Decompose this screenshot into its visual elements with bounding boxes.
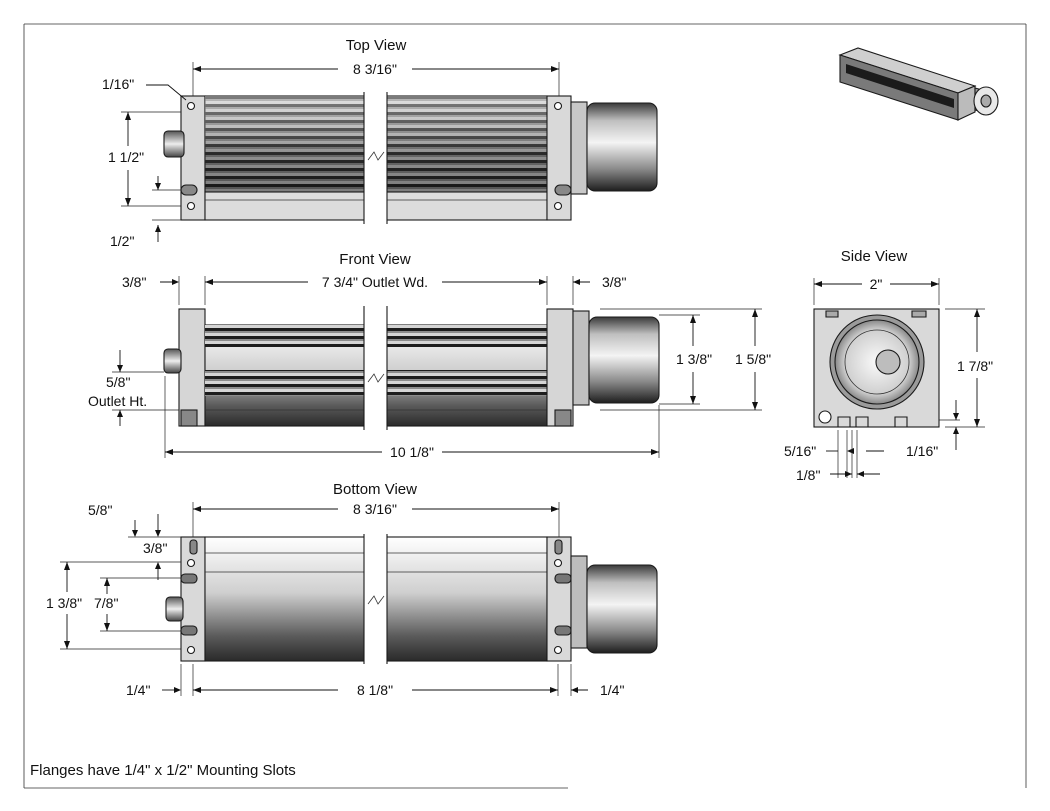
- front-motor-height-label: 1 3/8": [676, 351, 712, 367]
- side-view: Side View 2" 1 7/8" 1/16" 5: [784, 248, 993, 483]
- top-flange-hole-label: 1/16": [102, 76, 134, 92]
- front-outlet-width-label: 7 3/4" Outlet Wd.: [322, 274, 428, 290]
- bottom-overall-length-label: 8 3/16": [353, 501, 397, 517]
- isometric-view: [838, 47, 999, 121]
- bottom-view-title: Bottom View: [333, 481, 417, 498]
- bottom-view: Bottom View 8 3/16" 5/8": [46, 481, 658, 698]
- front-outlet-height-label: Outlet Ht.: [88, 393, 147, 409]
- side-height-label: 1 7/8": [957, 358, 993, 374]
- top-offset-label: 1/2": [110, 233, 134, 249]
- side-slot-offset-label: 5/16": [784, 443, 816, 459]
- bottom-flange-right-label: 1/4": [600, 682, 624, 698]
- front-housing-height-label: 1 5/8": [735, 351, 771, 367]
- front-flange-right-label: 3/8": [602, 274, 626, 290]
- top-view-title: Top View: [346, 37, 407, 54]
- top-height-label: 1 1/2": [108, 149, 144, 165]
- bottom-slot-spacing-label: 7/8": [94, 595, 118, 611]
- bottom-overall-height-label: 1 3/8": [46, 595, 82, 611]
- front-outlet-height-value: 5/8": [106, 374, 130, 390]
- front-view: Front View 3/8" 7 3/4" Outlet Wd. 3/: [88, 251, 771, 460]
- mounting-slots-note: Flanges have 1/4" x 1/2" Mounting Slots: [30, 762, 296, 779]
- front-view-title: Front View: [339, 251, 411, 268]
- top-overall-length-label: 8 3/16": [353, 61, 397, 77]
- side-view-title: Side View: [841, 248, 908, 265]
- sheet-border: [23, 23, 1027, 789]
- bottom-flange-left-label: 1/4": [126, 682, 150, 698]
- bottom-span-label: 8 1/8": [357, 682, 393, 698]
- bottom-slot-gap-label: 3/8": [143, 540, 167, 556]
- side-width-label: 2": [870, 276, 883, 292]
- front-flange-left-label: 3/8": [122, 274, 146, 290]
- side-lip-label: 1/16": [906, 443, 938, 459]
- side-slot-width-label: 1/8": [796, 467, 820, 483]
- front-overall-length-label: 10 1/8": [390, 444, 434, 460]
- bottom-slot-top-label: 5/8": [88, 502, 112, 518]
- top-view: Top View 8 3/16" 1/16": [102, 37, 658, 249]
